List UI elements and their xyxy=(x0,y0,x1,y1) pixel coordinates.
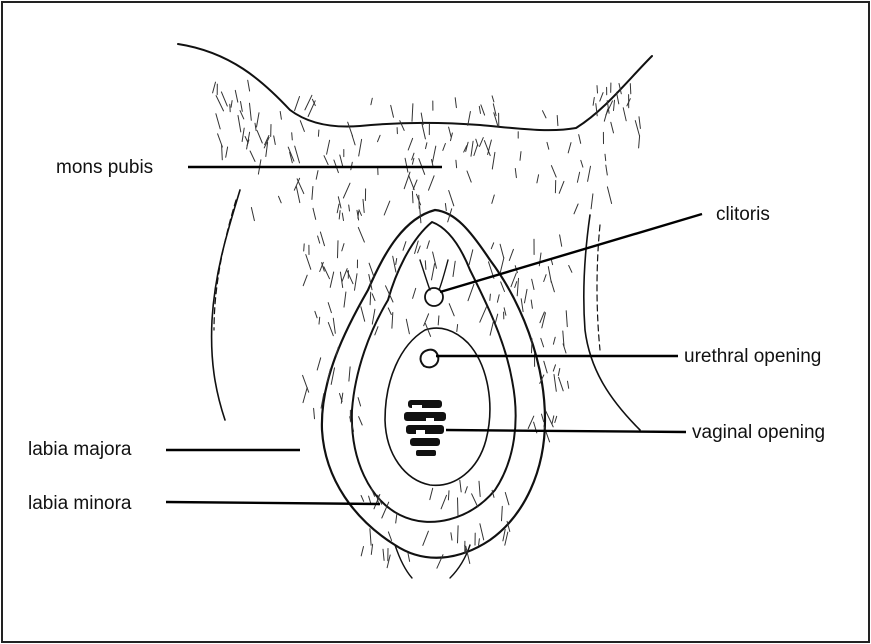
hair-stroke xyxy=(304,244,305,251)
hair-stroke xyxy=(458,498,459,516)
label-clitoris: clitoris xyxy=(716,204,770,225)
label-labia-majora: labia majora xyxy=(28,439,132,460)
hair-stroke xyxy=(319,317,320,324)
hair-stroke xyxy=(605,154,606,160)
hair-stroke xyxy=(370,292,371,304)
hair-stroke xyxy=(338,241,339,258)
label-vaginal-opening: vaginal opening xyxy=(692,422,825,443)
hair-stroke xyxy=(597,86,598,93)
label-labia-minora: labia minora xyxy=(28,493,132,514)
label-mons-pubis: mons pubis xyxy=(56,157,153,178)
label-urethral-opening: urethral opening xyxy=(684,346,821,367)
hair-stroke xyxy=(438,316,439,325)
hair-stroke xyxy=(456,160,457,168)
hair-stroke xyxy=(532,339,533,353)
hair-stroke xyxy=(412,191,413,202)
hair-stroke xyxy=(557,116,558,126)
hair-stroke xyxy=(292,133,293,140)
hair-stroke xyxy=(630,84,631,94)
hair-stroke xyxy=(490,294,491,300)
hair-stroke xyxy=(448,491,449,500)
hair-stroke xyxy=(222,145,223,160)
hair-stroke xyxy=(318,130,319,136)
hair-stroke xyxy=(458,526,459,543)
hair-stroke xyxy=(425,261,426,270)
